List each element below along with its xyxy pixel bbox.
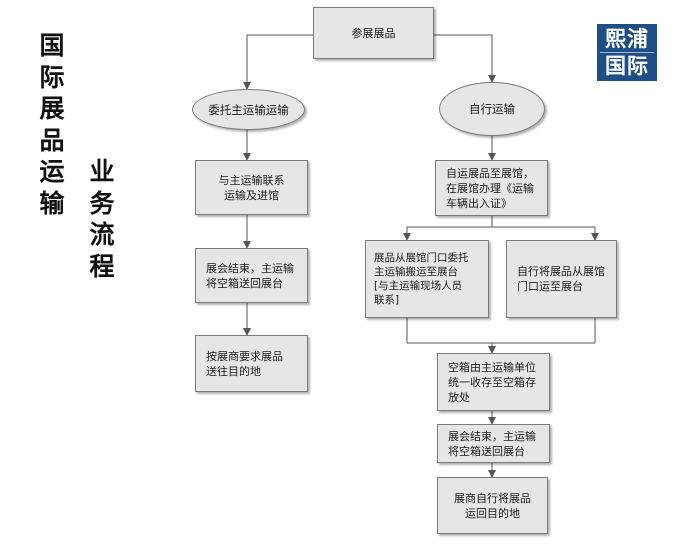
title-char: 品 xyxy=(39,125,65,155)
left-branch-label: 委托主运输运输 xyxy=(208,102,289,117)
logo-line-1: 熙浦 xyxy=(600,24,654,53)
right-branch-label: 自行运输 xyxy=(469,102,515,116)
title-char: 际 xyxy=(39,62,65,92)
connector xyxy=(243,34,313,90)
left-step-2-label: 展会结束，主运输 将空箱送回展台 xyxy=(206,261,294,290)
title-char: 输 xyxy=(39,188,65,218)
logo-line-2: 国际 xyxy=(605,54,649,78)
left-step-2: 展会结束，主运输 将空箱送回展台 xyxy=(195,248,308,303)
left-step-1: 与主运输联系 运输及进馆 xyxy=(195,160,308,215)
start-node: 参展展品 xyxy=(313,7,434,59)
right-step-3-label: 展会结束，主运输 将空箱送回展台 xyxy=(448,429,536,458)
title-column-2: 业 务 流 程 xyxy=(86,156,118,282)
right-step-1-label: 自运展品至展馆， 在展馆办理《运输 车辆出入证》 xyxy=(446,166,534,210)
title-char: 程 xyxy=(89,251,115,281)
title-char: 国 xyxy=(39,31,65,60)
start-node-label: 参展展品 xyxy=(351,26,396,40)
right-option-b-label: 自行将展品从展馆 门口运至展台 xyxy=(517,265,605,293)
company-logo: 熙浦 国际 xyxy=(597,24,657,81)
right-option-a-label: 展品从展馆门口委托 主运输搬运至展台 [与主运输现场人员 联系] xyxy=(374,252,469,306)
left-branch-node: 委托主运输运输 xyxy=(192,89,305,130)
right-step-1: 自运展品至展馆， 在展馆办理《运输 车辆出入证》 xyxy=(435,160,548,216)
title-column-1: 国 际 展 品 运 输 xyxy=(36,30,68,219)
title-char: 务 xyxy=(89,188,115,218)
title-char: 展 xyxy=(39,94,65,123)
right-step-2-label: 空箱由主运输单位 统一收存至空箱存 放处 xyxy=(448,360,536,404)
right-branch-node: 自行运输 xyxy=(439,82,545,136)
left-step-3-label: 按展商要求展品 送往目的地 xyxy=(206,349,283,378)
title-char: 业 xyxy=(89,157,115,186)
title-char: 流 xyxy=(89,220,115,249)
left-step-3: 按展商要求展品 送往目的地 xyxy=(195,335,308,392)
left-step-1-label: 与主运输联系 运输及进馆 xyxy=(218,173,285,202)
right-step-3: 展会结束，主运输 将空箱送回展台 xyxy=(437,424,550,463)
connector xyxy=(434,34,496,83)
right-step-4: 展商自行将展品 运回目的地 xyxy=(437,477,548,534)
right-option-a: 展品从展馆门口委托 主运输搬运至展台 [与主运输现场人员 联系] xyxy=(365,240,489,318)
right-option-b: 自行将展品从展馆 门口运至展台 xyxy=(506,240,617,318)
right-step-2: 空箱由主运输单位 统一收存至空箱存 放处 xyxy=(437,353,550,411)
right-step-4-label: 展商自行将展品 运回目的地 xyxy=(454,491,531,520)
title-char: 运 xyxy=(39,157,65,186)
